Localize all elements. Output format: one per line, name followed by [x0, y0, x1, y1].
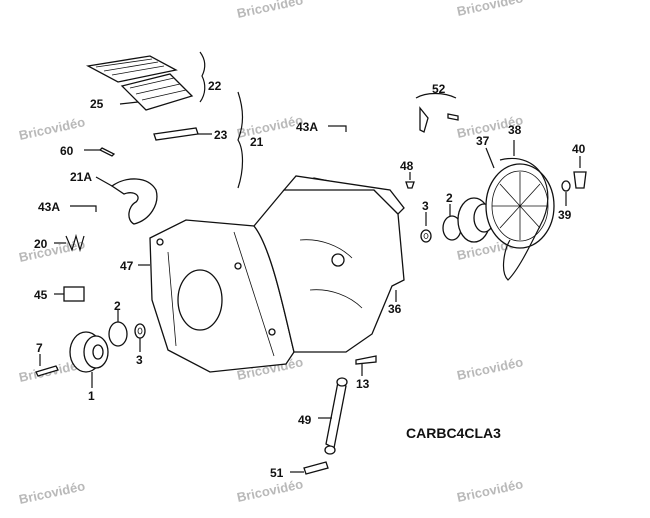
watermark: Bricovidéo [456, 354, 525, 383]
part-labels: 22 25 23 21 43A 60 21A 43A 20 47 45 2 3 … [34, 79, 586, 480]
part-pin-51 [290, 461, 329, 475]
part-washer-3-left [134, 323, 146, 352]
label-37: 37 [476, 134, 490, 148]
part-seal-2-right [442, 204, 462, 241]
label-40: 40 [572, 142, 586, 156]
label-36: 36 [388, 302, 402, 316]
label-45: 45 [34, 288, 48, 302]
watermark: Bricovidéo [456, 0, 525, 19]
part-filter-grille [85, 51, 244, 189]
part-block-45 [54, 286, 85, 302]
watermark: Bricovidéo [18, 114, 87, 143]
label-39: 39 [558, 208, 572, 222]
part-seal-2-left [108, 310, 128, 347]
watermark: Bricovidéo [456, 476, 525, 505]
watermark: Bricovidéo [236, 112, 305, 141]
watermark: Bricovidéo [236, 0, 305, 21]
label-21: 21 [250, 135, 264, 149]
label-49: 49 [298, 413, 312, 427]
part-clip-43a-left [70, 205, 97, 212]
label-22: 22 [208, 79, 222, 93]
part-damper-49 [318, 377, 348, 455]
part-clip-43a-top [328, 125, 347, 132]
label-43a-left: 43A [38, 200, 60, 214]
part-bearing-housing-1 [69, 331, 109, 388]
part-screw-48 [405, 172, 415, 189]
label-2-right: 2 [446, 191, 453, 205]
part-front-tub-47 [138, 219, 295, 373]
watermark: Bricovidéo [18, 236, 87, 265]
label-60: 60 [60, 144, 74, 158]
part-clips-52 [415, 92, 459, 133]
label-3-right: 3 [422, 199, 429, 213]
diagram-reference-code: CARBC4CLA3 [406, 425, 501, 441]
label-3-left: 3 [136, 353, 143, 367]
label-20: 20 [34, 237, 48, 251]
part-washer-3-right [420, 212, 432, 243]
part-screw-60 [84, 147, 116, 157]
label-48: 48 [400, 159, 414, 173]
label-23: 23 [214, 128, 228, 142]
label-51: 51 [270, 466, 284, 480]
label-25: 25 [90, 97, 104, 111]
part-screw-13 [355, 355, 377, 376]
label-7: 7 [36, 341, 43, 355]
part-gasket-21a [95, 176, 158, 225]
part-bolt-40 [573, 156, 587, 189]
part-bolt-7 [35, 354, 59, 377]
part-nut-39 [561, 180, 571, 206]
part-pulley-37 [457, 147, 555, 249]
label-1: 1 [88, 389, 95, 403]
part-belt-38 [499, 140, 549, 281]
part-rear-tub-36 [253, 175, 405, 353]
label-38: 38 [508, 123, 522, 137]
watermark: Bricovidéo [18, 478, 87, 507]
label-21a: 21A [70, 170, 92, 184]
label-13: 13 [356, 377, 370, 391]
label-43a-top: 43A [296, 120, 318, 134]
label-47: 47 [120, 259, 134, 273]
label-2-left: 2 [114, 299, 121, 313]
label-52: 52 [432, 82, 446, 96]
watermark: Bricovidéo [236, 476, 305, 505]
part-spring-20 [54, 233, 85, 253]
